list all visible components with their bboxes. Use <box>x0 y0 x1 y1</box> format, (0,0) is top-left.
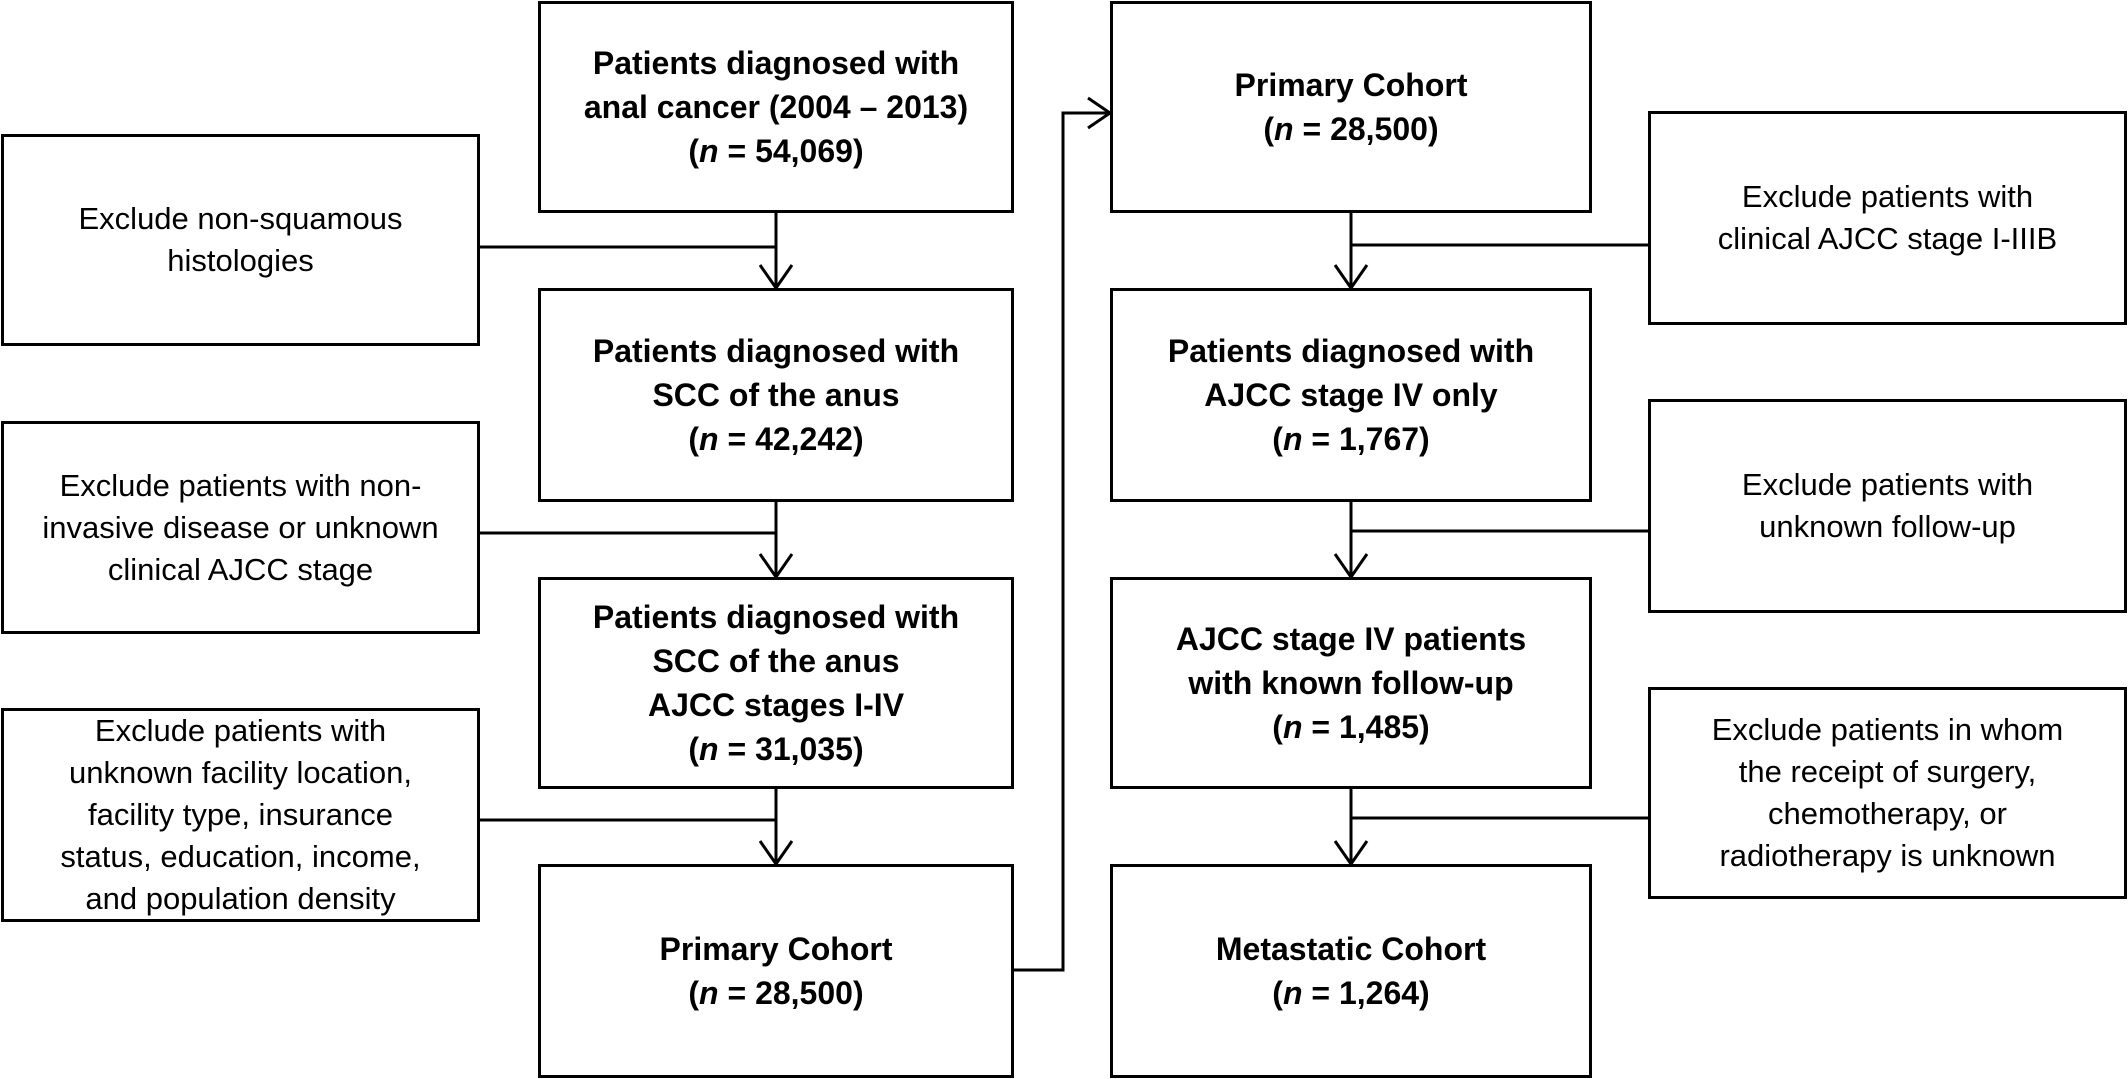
exclusion-non-invasive: Exclude patients with non- invasive dise… <box>1 421 480 634</box>
exclusion-line: Exclude patients with <box>1741 467 2034 502</box>
exclusion-line: chemotherapy, or <box>1768 796 2007 831</box>
box-line: Patients diagnosed with <box>1167 333 1535 369</box>
box-line: AJCC stage IV only <box>1204 377 1498 413</box>
exclusion-line: unknown facility location, <box>69 755 412 790</box>
exclusion-non-squamous: Exclude non-squamous histologies <box>1 134 480 346</box>
box-line: anal cancer (2004 – 2013) <box>583 89 969 125</box>
exclusion-line: clinical AJCC stage I-IIIB <box>1717 221 2058 256</box>
box-count: (n = 28,500) <box>1263 111 1439 147</box>
box-line: AJCC stage IV patients <box>1175 621 1527 657</box>
box-primary-cohort-right: Primary Cohort (n = 28,500) <box>1110 1 1592 213</box>
exclusion-stage-i-iiib: Exclude patients with clinical AJCC stag… <box>1648 111 2127 325</box>
exclusion-line: invasive disease or unknown <box>42 509 439 545</box>
box-line: Patients diagnosed with <box>592 599 960 635</box>
box-count: (n = 1,264) <box>1272 975 1430 1011</box>
exclusion-line: Exclude patients with non- <box>59 467 422 503</box>
exclusion-line: status, education, income, <box>60 839 421 874</box>
box-count: (n = 28,500) <box>688 975 864 1011</box>
exclusion-line: unknown follow-up <box>1759 509 2016 544</box>
exclusion-line: facility type, insurance <box>88 797 393 832</box>
exclusion-unknown-facility: Exclude patients with unknown facility l… <box>1 708 480 922</box>
exclusion-line: histologies <box>167 243 314 278</box>
box-stage-iv-known-follow-up: AJCC stage IV patients with known follow… <box>1110 577 1592 789</box>
box-count: (n = 1,767) <box>1272 421 1430 457</box>
exclusion-line: Exclude non-squamous <box>78 201 403 236</box>
box-metastatic-cohort: Metastatic Cohort (n = 1,264) <box>1110 864 1592 1078</box>
box-line: AJCC stages I-IV <box>647 687 905 723</box>
box-line: Patients diagnosed with <box>592 333 960 369</box>
exclusion-line: Exclude patients in whom <box>1711 712 2064 747</box>
box-count: (n = 42,242) <box>688 421 864 457</box>
box-scc-stages-i-iv: Patients diagnosed with SCC of the anus … <box>538 577 1014 789</box>
exclusion-unknown-follow-up: Exclude patients with unknown follow-up <box>1648 399 2127 613</box>
exclusion-line: the receipt of surgery, <box>1738 754 2037 789</box>
box-count: (n = 31,035) <box>688 731 864 767</box>
box-stage-iv-only: Patients diagnosed with AJCC stage IV on… <box>1110 288 1592 502</box>
exclusion-line: Exclude patients with <box>1741 179 2034 214</box>
box-line: Metastatic Cohort <box>1215 931 1487 967</box>
box-anal-cancer-patients: Patients diagnosed with anal cancer (200… <box>538 1 1014 213</box>
box-line: SCC of the anus <box>652 643 900 679</box>
bridge-connector <box>1014 111 1110 972</box>
box-line: with known follow-up <box>1188 665 1514 701</box>
box-count: (n = 54,069) <box>688 133 864 169</box>
box-primary-cohort-left: Primary Cohort (n = 28,500) <box>538 864 1014 1078</box>
box-line: Patients diagnosed with <box>592 45 960 81</box>
exclusion-unknown-treatment: Exclude patients in whom the receipt of … <box>1648 687 2127 899</box>
box-count: (n = 1,485) <box>1272 709 1430 745</box>
box-line: SCC of the anus <box>652 377 900 413</box>
box-line: Primary Cohort <box>1234 67 1468 103</box>
box-line: Primary Cohort <box>659 931 893 967</box>
exclusion-line: clinical AJCC stage <box>107 551 374 587</box>
exclusion-line: and population density <box>85 881 396 916</box>
exclusion-line: Exclude patients with <box>94 713 387 748</box>
exclusion-line: radiotherapy is unknown <box>1719 838 2056 873</box>
box-scc-anus-patients: Patients diagnosed with SCC of the anus … <box>538 288 1014 502</box>
